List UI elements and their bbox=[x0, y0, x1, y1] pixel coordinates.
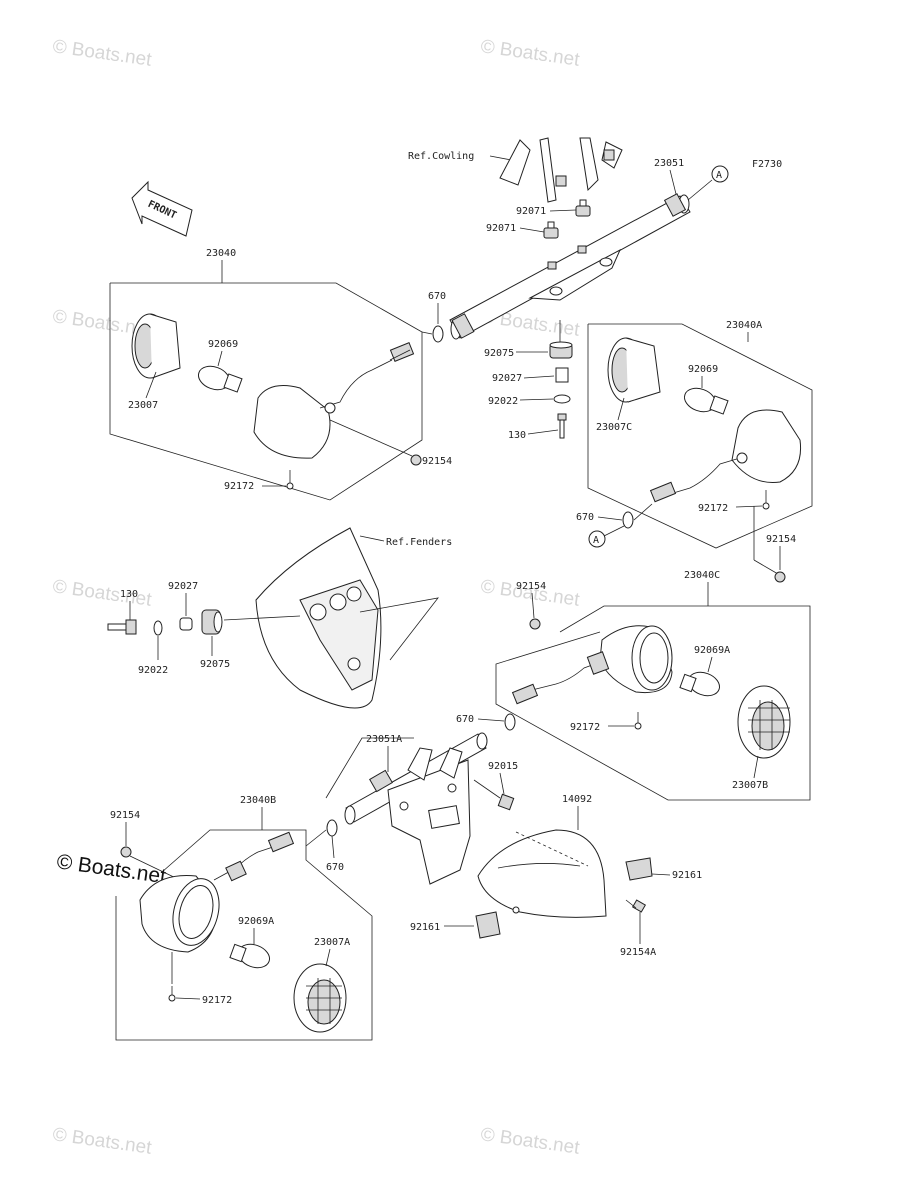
label-92172-right: 92172 bbox=[698, 503, 728, 514]
bolt-130-mid bbox=[107, 619, 137, 635]
ref-cowling-label: Ref.Cowling bbox=[408, 151, 474, 162]
label-92022-mid: 92022 bbox=[138, 665, 168, 676]
grommets-92071 bbox=[543, 199, 591, 239]
housing-left-front bbox=[253, 342, 415, 459]
oring-670-mid bbox=[504, 713, 516, 731]
label-92172-bottom: 92172 bbox=[202, 995, 232, 1006]
screw-92172-right bbox=[762, 490, 770, 510]
label-670-bottom: 670 bbox=[326, 862, 344, 873]
screw-92154-right bbox=[774, 571, 786, 583]
label-23040: 23040 bbox=[206, 248, 236, 259]
label-23040B: 23040B bbox=[240, 795, 276, 806]
tube-23051 bbox=[449, 193, 691, 340]
label-23040C: 23040C bbox=[684, 570, 720, 581]
housing-left-rear bbox=[139, 831, 295, 953]
rear-fender bbox=[255, 527, 382, 709]
label-92022-top: 92022 bbox=[488, 396, 518, 407]
screw-92172-mid bbox=[634, 712, 642, 730]
washer-92022-mid bbox=[153, 620, 163, 636]
oring-670-top bbox=[432, 325, 444, 343]
label-92154-top: 92154 bbox=[422, 456, 452, 467]
bulb-92069-right bbox=[684, 387, 729, 415]
label-14092: 14092 bbox=[562, 794, 592, 805]
label-130-mid: 130 bbox=[120, 589, 138, 600]
screw-92154A bbox=[625, 899, 647, 913]
watermark-5: © Boats.net bbox=[51, 576, 153, 611]
circle-a-top: A bbox=[716, 170, 722, 181]
oring-670-bottom bbox=[326, 819, 338, 837]
label-92015: 92015 bbox=[488, 761, 518, 772]
license-plate-bracket bbox=[387, 747, 471, 885]
watermark-7: © Boats.net bbox=[51, 1124, 153, 1159]
label-23007: 23007 bbox=[128, 400, 158, 411]
housing-right-rear bbox=[511, 625, 673, 705]
connector-a-right bbox=[588, 530, 606, 548]
bulb-92069A bbox=[679, 671, 720, 697]
label-92075-mid: 92075 bbox=[200, 659, 230, 670]
oring-670-right bbox=[622, 511, 634, 529]
collar-92027-mid bbox=[179, 617, 193, 631]
grommet-92075-top bbox=[549, 341, 573, 359]
collar-92027-top bbox=[555, 367, 569, 383]
label-23007B: 23007B bbox=[732, 780, 768, 791]
label-92154-mid: 92154 bbox=[516, 581, 546, 592]
spacer-92015 bbox=[497, 793, 515, 811]
connector-a-top bbox=[711, 165, 729, 183]
bulb-92069A-bottom bbox=[229, 943, 270, 969]
screw-92154-bottom-left bbox=[120, 846, 132, 858]
watermark-8: © Boats.net bbox=[479, 1124, 581, 1159]
clip-92161-left bbox=[475, 911, 501, 939]
label-92069-right: 92069 bbox=[688, 364, 718, 375]
screw-92154-top bbox=[410, 454, 422, 466]
label-92069A: 92069A bbox=[694, 645, 730, 656]
label-670-mid: 670 bbox=[456, 714, 474, 725]
label-92154-right: 92154 bbox=[766, 534, 796, 545]
label-670-top: 670 bbox=[428, 291, 446, 302]
label-92161-right: 92161 bbox=[672, 870, 702, 881]
watermark-overlay: © Boats.net bbox=[55, 850, 167, 888]
label-23007A: 23007A bbox=[314, 937, 350, 948]
lens-23007B bbox=[737, 685, 791, 759]
label-92027-top: 92027 bbox=[492, 373, 522, 384]
label-92071-b: 92071 bbox=[486, 223, 516, 234]
label-23007C: 23007C bbox=[596, 422, 632, 433]
label-92161-left: 92161 bbox=[410, 922, 440, 933]
screw-92172-left bbox=[286, 470, 294, 490]
watermark-1: © Boats.net bbox=[51, 36, 153, 71]
label-130-top: 130 bbox=[508, 430, 526, 441]
circle-a-right: A bbox=[593, 535, 599, 546]
screw-92172-bottom bbox=[168, 986, 176, 1002]
lens-23007A bbox=[293, 963, 347, 1033]
housing-right-front bbox=[649, 409, 802, 503]
washer-92022-top bbox=[553, 394, 571, 404]
label-670-right: 670 bbox=[576, 512, 594, 523]
bulb-92069-left bbox=[198, 365, 243, 393]
label-92075-top: 92075 bbox=[484, 348, 514, 359]
label-92172-left: 92172 bbox=[224, 481, 254, 492]
label-92027-mid: 92027 bbox=[168, 581, 198, 592]
lens-23007C bbox=[607, 337, 661, 403]
cowling-bracket bbox=[499, 137, 623, 203]
lens-23007 bbox=[131, 313, 181, 379]
label-92154A: 92154A bbox=[620, 947, 656, 958]
grommet-92075-mid bbox=[201, 609, 223, 635]
label-92071-a: 92071 bbox=[516, 206, 546, 217]
figure-code: F2730 bbox=[752, 159, 782, 170]
bolt-130-top bbox=[557, 413, 567, 439]
label-23051A: 23051A bbox=[366, 734, 402, 745]
cover-14092 bbox=[477, 829, 607, 918]
label-23040A: 23040A bbox=[726, 320, 762, 331]
label-92154-bottom-left: 92154 bbox=[110, 810, 140, 821]
screw-92154-mid bbox=[529, 618, 541, 630]
label-92172-mid: 92172 bbox=[570, 722, 600, 733]
clip-92161-right bbox=[625, 857, 653, 881]
watermark-2: © Boats.net bbox=[479, 36, 581, 71]
label-23051: 23051 bbox=[654, 158, 684, 169]
front-arrow-icon: FRONT bbox=[131, 180, 193, 237]
label-92069-left: 92069 bbox=[208, 339, 238, 350]
ref-fenders-label: Ref.Fenders bbox=[386, 537, 452, 548]
label-92069A-bottom: 92069A bbox=[238, 916, 274, 927]
